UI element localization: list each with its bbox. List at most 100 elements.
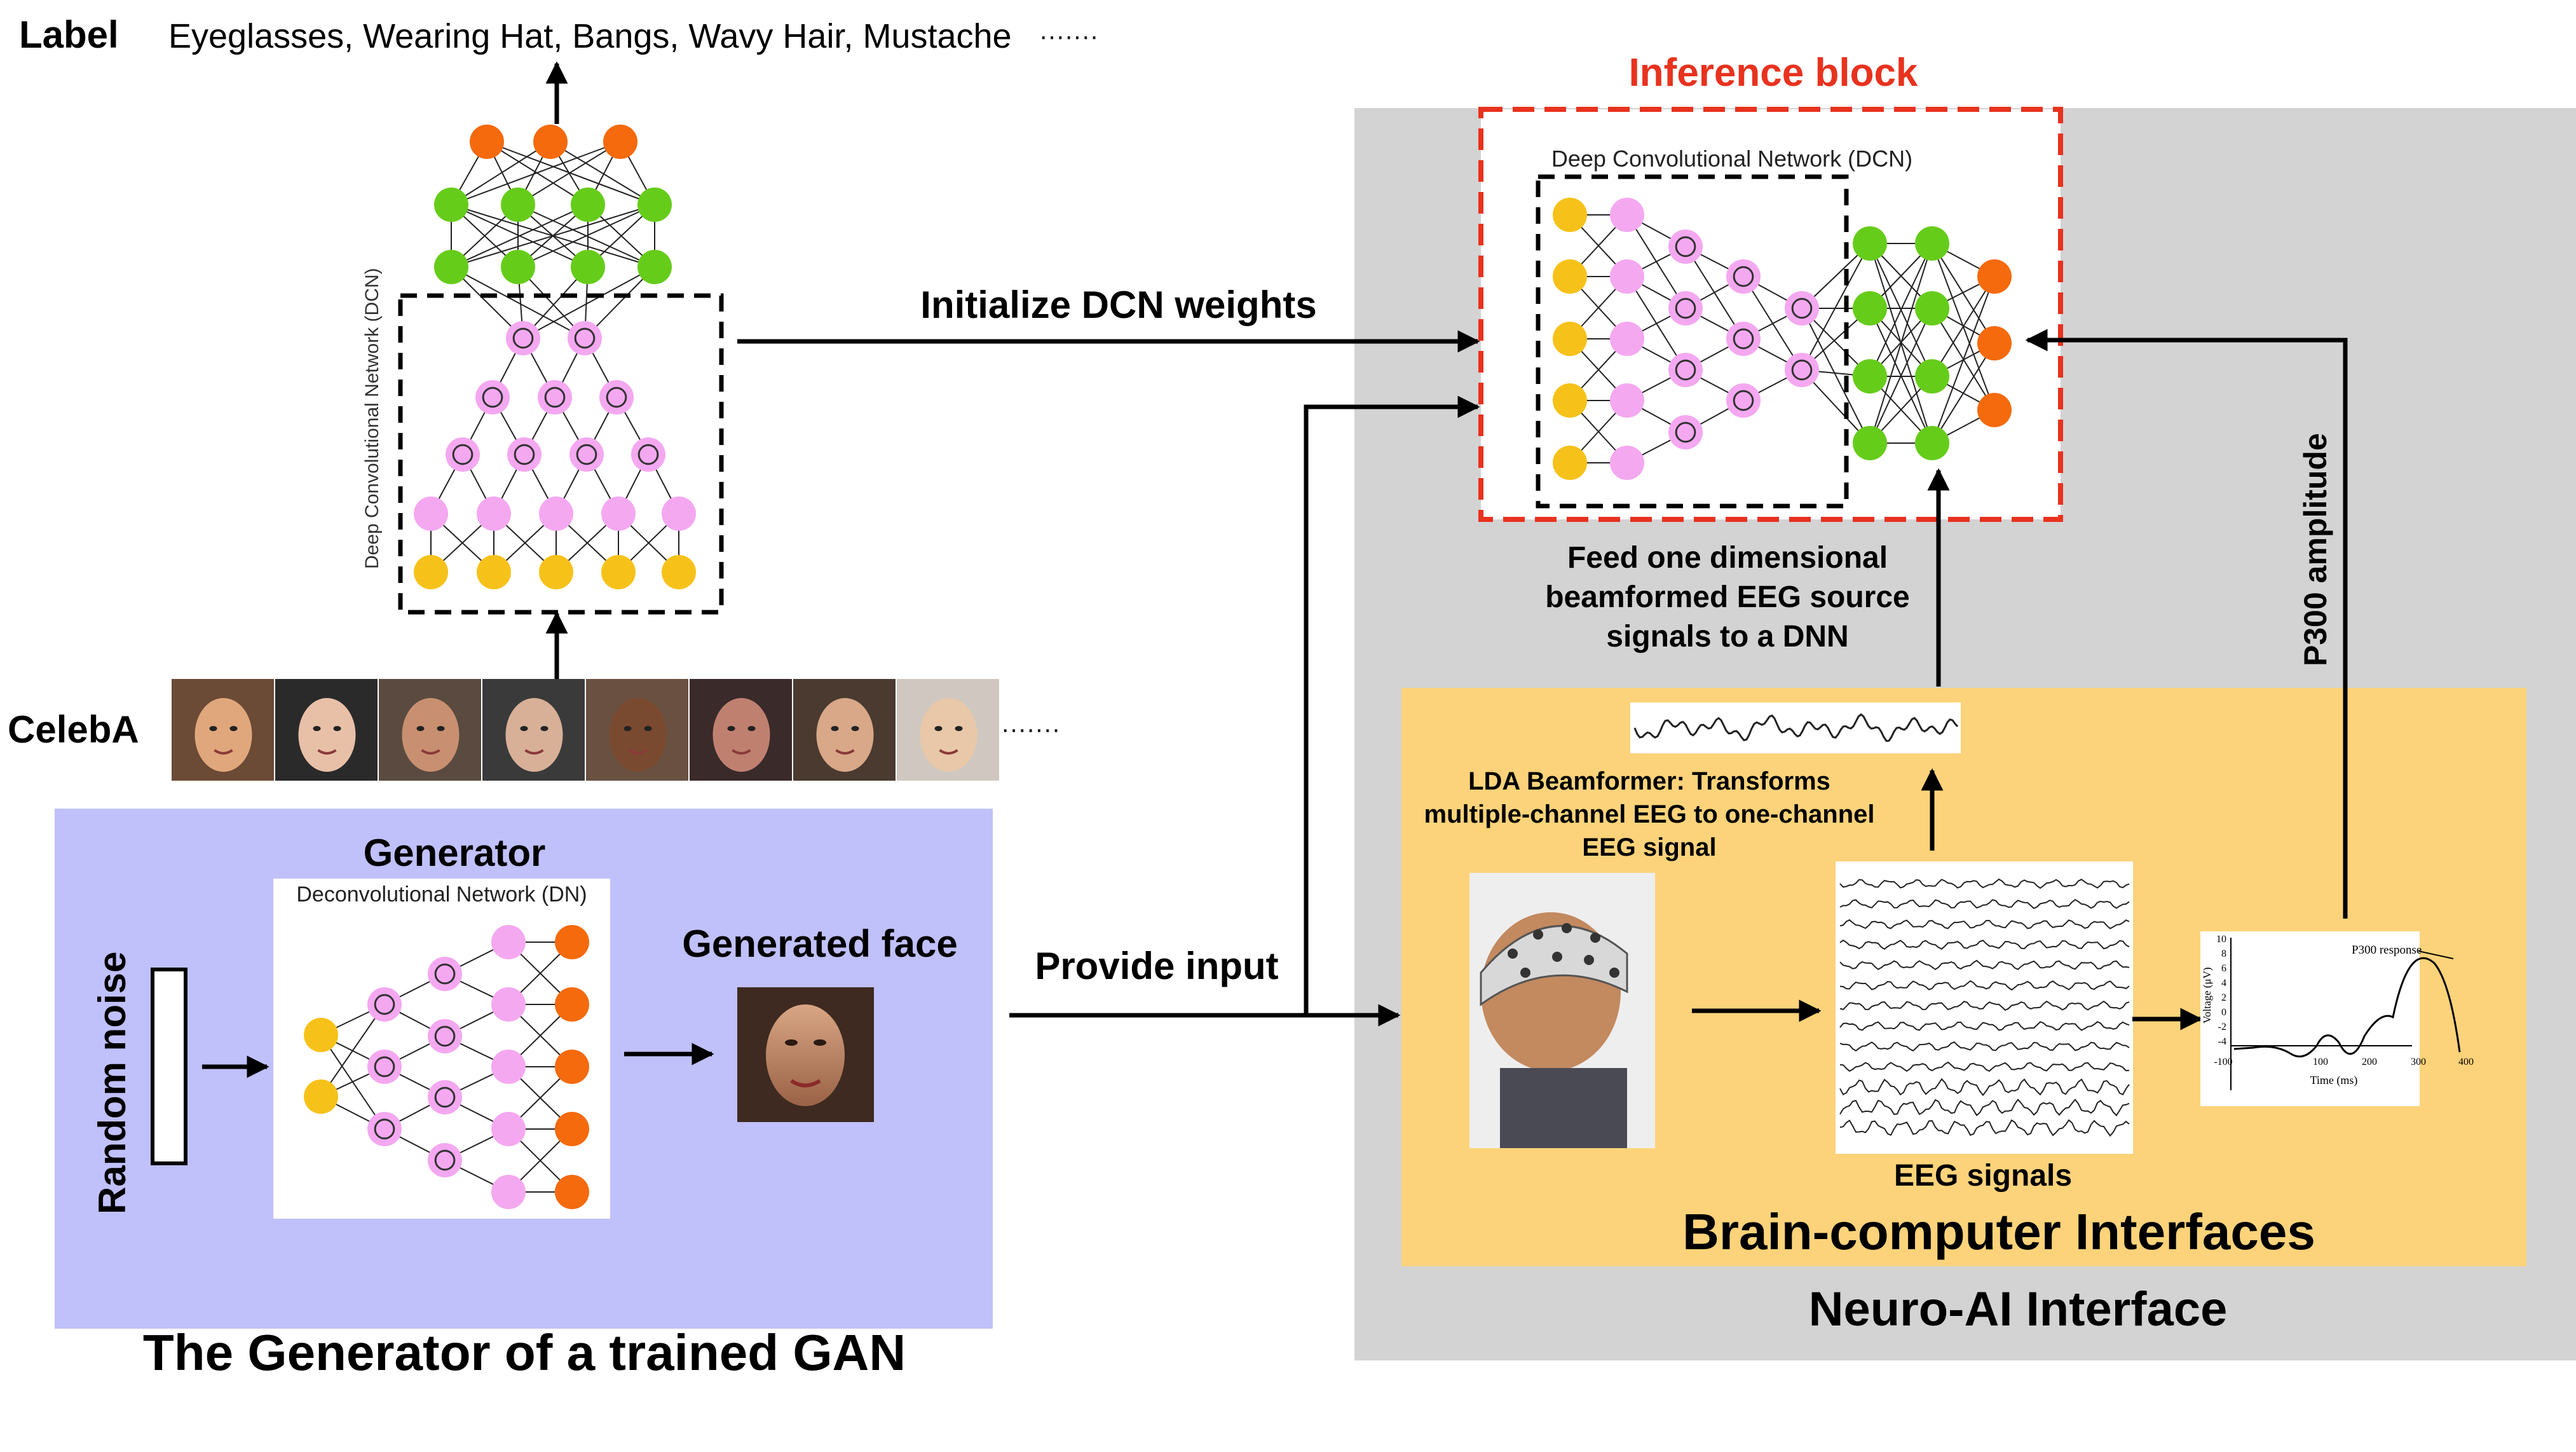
bci-subject-photo [1469, 873, 1655, 1148]
network-node [555, 987, 589, 1022]
bci-title: Brain-computer Interfaces [1682, 1203, 2315, 1260]
neuro-ai-title: Neuro-AI Interface [1809, 1282, 2228, 1336]
generated-face-label: Generated face [682, 922, 958, 965]
p300-ytick: -2 [2218, 1022, 2226, 1032]
network-node [1785, 291, 1819, 325]
noise-vector [151, 968, 187, 1165]
celeba-ellipsis: ······· [1001, 715, 1060, 743]
network-node [1726, 322, 1761, 356]
eeg-trace [1839, 939, 2130, 950]
feed-text-3: signals to a DNN [1606, 620, 1848, 654]
network-edge [522, 266, 655, 339]
network-node [637, 250, 672, 284]
network-node [555, 1175, 589, 1209]
network-node [428, 957, 462, 991]
network-node [1668, 291, 1703, 325]
network-edge [451, 141, 621, 205]
network-node [491, 925, 526, 959]
celeba-face-thumb [275, 679, 378, 781]
beamformed-signal [1630, 702, 1961, 753]
eeg-trace [1839, 898, 2130, 910]
conv-node-ring [374, 1118, 395, 1140]
network-node [539, 555, 573, 589]
p300-xtick: -100 [2214, 1057, 2232, 1067]
network-node [446, 437, 480, 472]
network-node [1668, 415, 1703, 449]
lda-text-3: EEG signal [1582, 833, 1716, 861]
network-node [1610, 446, 1644, 480]
p300-xtick: 300 [2411, 1057, 2426, 1067]
label-list: Eyeglasses, Wearing Hat, Bangs, Wavy Hai… [168, 17, 1012, 55]
conv-node-ring [434, 1086, 456, 1108]
network-node [571, 188, 605, 222]
p300-label: P300 amplitude [2298, 433, 2333, 666]
network-node [477, 497, 511, 531]
p300-xtick: 100 [2313, 1057, 2328, 1067]
left-dcn-vertical-label: Deep Convolutional Network (DCN) [362, 268, 383, 569]
p300-annotation: P300 response [2352, 943, 2422, 957]
network-edge [1932, 276, 1995, 444]
celeba-face-thumb [379, 679, 481, 781]
p300-ytick: 10 [2216, 934, 2226, 945]
feed-text-1: Feed one dimensional [1567, 541, 1888, 575]
network-node [601, 497, 636, 531]
network-node [367, 1112, 402, 1146]
inference-network [1553, 198, 2012, 480]
conv-node-ring [606, 387, 627, 408]
initialize-label: Initialize DCN weights [920, 284, 1316, 326]
network-node [434, 250, 468, 284]
network-node [662, 555, 696, 589]
network-node [1553, 198, 1587, 232]
network-node [571, 250, 605, 284]
eeg-trace [1839, 980, 2130, 991]
network-node [1853, 291, 1887, 325]
eeg-trace [1839, 1119, 2130, 1137]
celeba-face-thumb [586, 679, 688, 781]
network-node [1915, 291, 1949, 325]
network-node [662, 497, 696, 531]
network-edge [451, 266, 585, 339]
celeba-face-thumb [690, 679, 792, 781]
eeg-trace [1839, 1078, 2130, 1097]
conv-node-ring [1791, 359, 1813, 381]
conv-node-ring [514, 444, 535, 465]
network-node [1668, 229, 1703, 264]
conv-node-ring [512, 327, 534, 349]
conv-node-ring [1791, 298, 1813, 319]
network-node [538, 380, 572, 414]
network-edge [550, 141, 655, 205]
eeg-trace [1839, 959, 2130, 971]
conv-node-ring [374, 994, 395, 1015]
network-edge [451, 204, 655, 268]
network-node [470, 125, 504, 159]
network-node [1785, 353, 1819, 387]
network-node [367, 1050, 402, 1084]
network-node [555, 1050, 589, 1084]
network-node [569, 437, 604, 472]
eeg-signals-plot [1836, 861, 2133, 1154]
network-node [599, 380, 634, 414]
conv-node-ring [482, 387, 503, 408]
network-node [477, 555, 511, 589]
left-dcn-dashed-box [398, 293, 724, 615]
network-edge [517, 141, 621, 205]
network-node [428, 1143, 462, 1177]
network-node [1726, 259, 1761, 294]
network-node [1977, 259, 2012, 294]
dn-label: Deconvolutional Network (DN) [296, 882, 587, 907]
network-edge [1869, 243, 1933, 444]
inference-dcn-dashed-box [1536, 174, 1849, 509]
lda-text-2: multiple-channel EEG to one-channel [1424, 800, 1875, 828]
label-title: Label [19, 13, 119, 56]
network-node [1610, 198, 1644, 232]
network-node [1977, 393, 2012, 427]
network-node [1853, 226, 1887, 261]
p300-xtick: 200 [2362, 1057, 2377, 1067]
network-node [507, 437, 542, 472]
network-node [304, 1018, 338, 1052]
network-node [491, 1050, 526, 1084]
network-edge [1932, 243, 1995, 344]
p300-ytick: 8 [2221, 949, 2226, 959]
network-edge [1801, 308, 1871, 444]
